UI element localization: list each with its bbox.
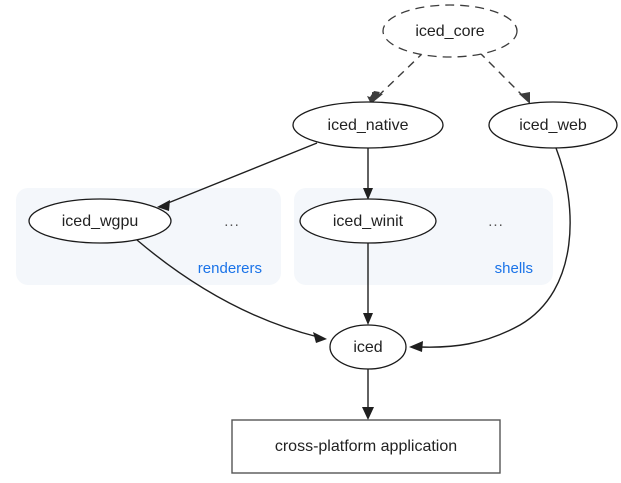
arrow-head bbox=[362, 407, 374, 420]
arrow-head bbox=[157, 200, 170, 211]
node-iced-core-shape[interactable] bbox=[382, 4, 518, 58]
node-iced-native[interactable]: iced_native bbox=[292, 101, 444, 149]
edge-iced-wgpu-to-iced bbox=[136, 239, 327, 343]
node-iced-wgpu-shape[interactable] bbox=[28, 198, 172, 244]
arrow-head bbox=[313, 332, 327, 343]
node-application[interactable]: cross-platform application bbox=[231, 419, 501, 474]
node-iced-winit-shape[interactable] bbox=[299, 198, 437, 244]
edge-iced-native-to-iced-wgpu bbox=[157, 142, 318, 211]
arrow-head bbox=[363, 313, 373, 325]
node-application-shape[interactable] bbox=[231, 419, 501, 474]
edge-iced-core-to-iced-native bbox=[367, 51, 425, 104]
arrow-head bbox=[363, 188, 373, 200]
edge-path bbox=[136, 239, 319, 338]
node-iced-web[interactable]: iced_web bbox=[488, 101, 618, 149]
edge-iced-to-application bbox=[362, 369, 374, 420]
edge-iced-core-to-iced-web bbox=[478, 51, 530, 104]
arrow-head bbox=[409, 341, 423, 352]
arrow-head bbox=[519, 92, 530, 104]
edge-path bbox=[419, 147, 571, 348]
edge-iced-native-to-iced-winit bbox=[363, 148, 373, 200]
node-iced-winit[interactable]: iced_winit bbox=[299, 198, 437, 244]
edge-path bbox=[478, 51, 527, 100]
node-iced-wgpu[interactable]: iced_wgpu bbox=[28, 198, 172, 244]
arrow-head-solid bbox=[372, 92, 383, 103]
node-iced-native-shape[interactable] bbox=[292, 101, 444, 149]
node-iced[interactable]: iced bbox=[329, 324, 407, 370]
edge-path bbox=[374, 51, 425, 100]
node-iced-core[interactable]: iced_core bbox=[382, 4, 518, 58]
node-iced-shape[interactable] bbox=[329, 324, 407, 370]
edge-iced-web-to-iced bbox=[409, 147, 571, 352]
edge-path bbox=[162, 142, 318, 206]
edge-iced-winit-to-iced bbox=[363, 243, 373, 325]
node-iced-web-shape[interactable] bbox=[488, 101, 618, 149]
